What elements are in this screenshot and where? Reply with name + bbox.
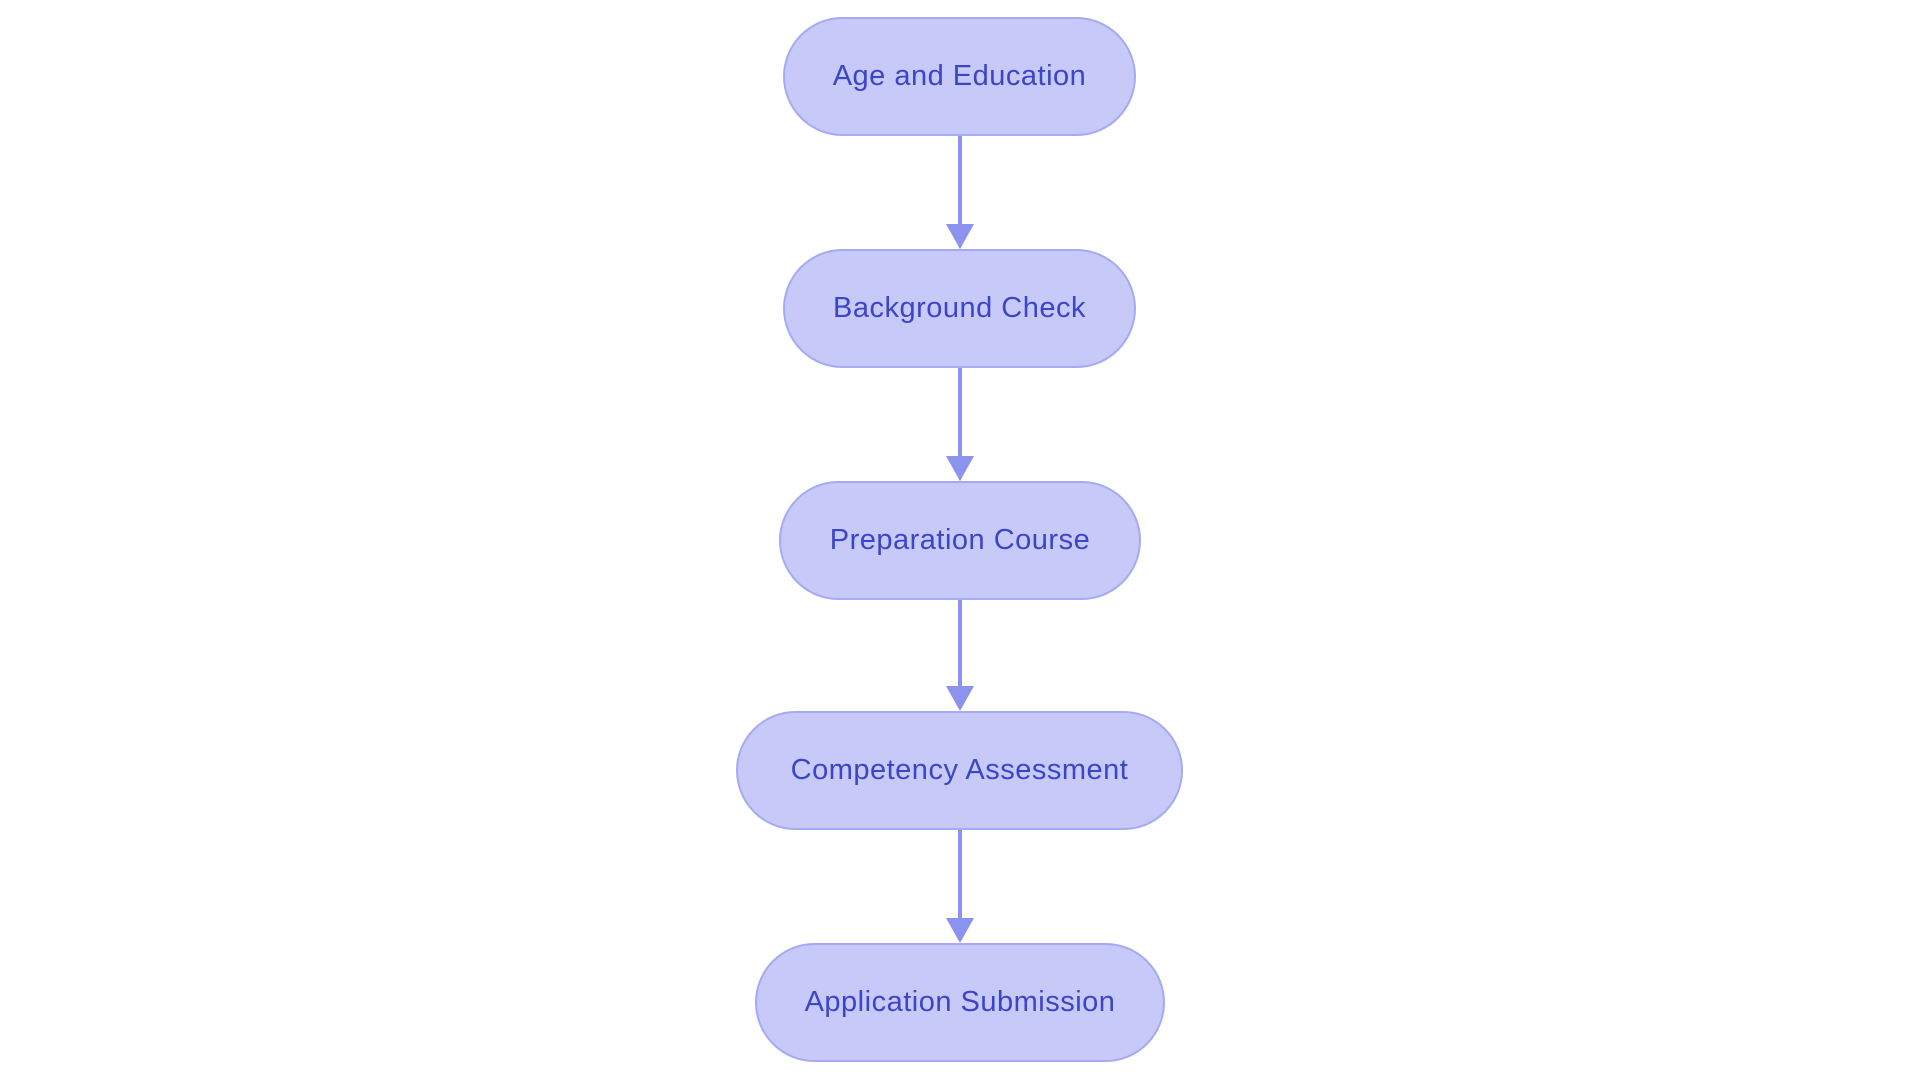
arrow-head-icon [946, 456, 974, 481]
flow-node-age-and-education: Age and Education [783, 17, 1136, 136]
arrow-head-icon [946, 918, 974, 943]
arrow-line [958, 600, 962, 688]
flow-node-application-submission: Application Submission [755, 943, 1165, 1062]
node-label: Preparation Course [829, 524, 1091, 556]
flow-node-preparation-course: Preparation Course [779, 481, 1141, 600]
node-label: Age and Education [832, 60, 1087, 92]
arrow-line [958, 136, 962, 226]
arrow-head-icon [946, 224, 974, 249]
node-label: Application Submission [804, 986, 1116, 1018]
arrow-line [958, 830, 962, 920]
flow-node-competency-assessment: Competency Assessment [736, 711, 1183, 830]
node-label: Competency Assessment [790, 754, 1129, 786]
arrow-head-icon [946, 686, 974, 711]
flow-node-background-check: Background Check [783, 249, 1136, 368]
arrow-line [958, 368, 962, 458]
node-label: Background Check [832, 292, 1087, 324]
